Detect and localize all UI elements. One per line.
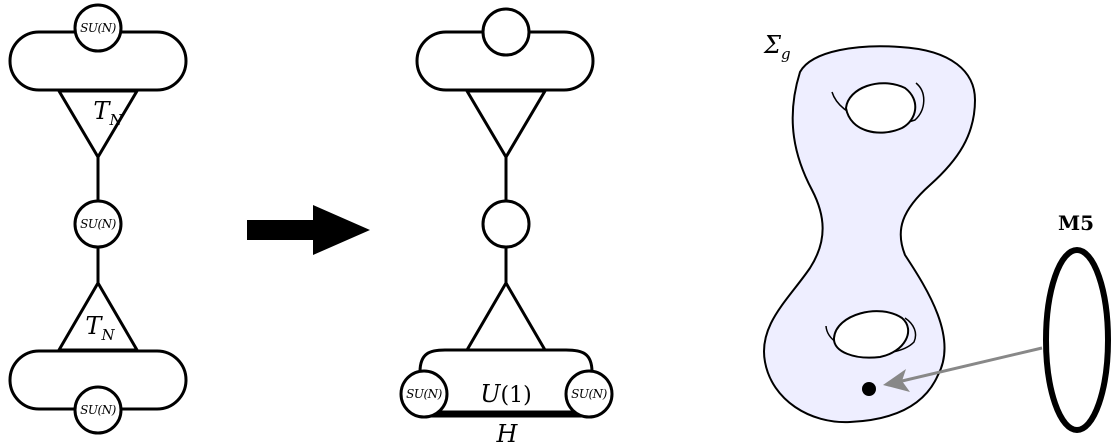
gauge-label-middle: SU(N) [80,217,117,231]
transition-arrow [247,205,370,255]
right-quiver: SU(N) SU(N) U(1) H [399,7,614,445]
gauge-label-bottom: SU(N) [80,403,117,417]
brane-pointer-head [883,369,910,392]
tn-label-top: TN [93,97,123,129]
m5-label: M5 [1058,211,1094,235]
node-top [481,7,531,57]
gauge-label-right: SU(N) [571,387,608,401]
top-triangle [465,89,547,159]
gauge-node-left [399,369,449,419]
surface-label: Σg [763,31,791,63]
top-hole [844,82,917,134]
gauge-node-middle [73,199,123,249]
gauge-node-bottom [73,385,123,435]
top-tn-triangle [57,89,139,159]
bottom-hole [832,310,910,359]
gauge-node-right [564,369,614,419]
brane-pointer-line [901,346,1043,383]
m5-loop [1043,247,1111,433]
m5-brane: M5 [883,211,1111,433]
u1-arc [418,348,594,374]
gauge-label-left: SU(N) [406,387,443,401]
genus-surface: Σg [762,31,977,424]
surface-body [762,45,977,424]
tn-label-bottom: TN [85,312,115,344]
puncture-point [862,382,876,396]
gauge-label-top: SU(N) [80,21,117,35]
node-middle [481,199,531,249]
u1-label: U(1) [480,380,531,408]
hyper-label: H [496,420,519,445]
gauge-node-top [73,3,123,53]
bottom-triangle [465,281,547,352]
left-quiver: SU(N) SU(N) SU(N) TN TN [8,3,188,435]
